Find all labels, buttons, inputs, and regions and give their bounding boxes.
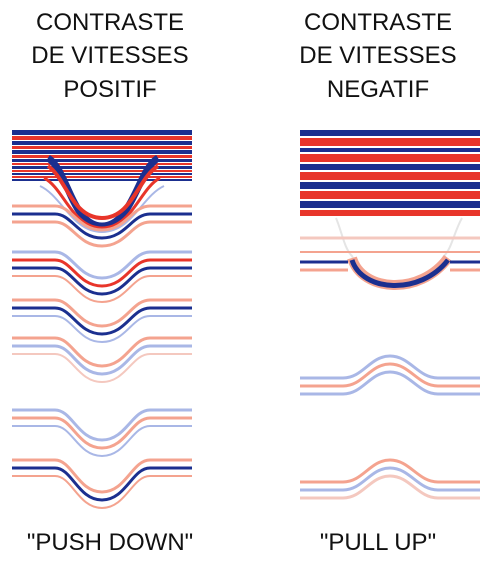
panel-positive-contrast: CONTRASTE DE VITESSES POSITIF <box>0 0 220 575</box>
push-down-anomaly <box>39 155 165 234</box>
push-down-seismic-section <box>12 130 192 510</box>
panel-title-line: DE VITESSES <box>31 42 189 69</box>
lower-reflectors <box>300 236 480 500</box>
panel-title-line: POSITIF <box>63 76 157 103</box>
pull-up-anomaly <box>335 217 463 290</box>
panel-title-line: NEGATIF <box>326 76 430 103</box>
panel-title-line: CONTRASTE <box>303 9 452 36</box>
top-reflector-block <box>300 130 480 216</box>
lower-reflectors <box>12 204 192 510</box>
top-reflector-block <box>12 130 192 181</box>
panel-negative-contrast: CONTRASTE DE VITESSES NEGATIF <box>268 0 488 575</box>
pull-up-seismic-section <box>300 130 480 500</box>
panel-caption: "PUSH DOWN" <box>26 529 194 556</box>
panel-title-line: DE VITESSES <box>299 42 457 69</box>
panel-title-line: CONTRASTE <box>35 9 184 36</box>
panel-caption: "PULL UP" <box>319 529 437 556</box>
